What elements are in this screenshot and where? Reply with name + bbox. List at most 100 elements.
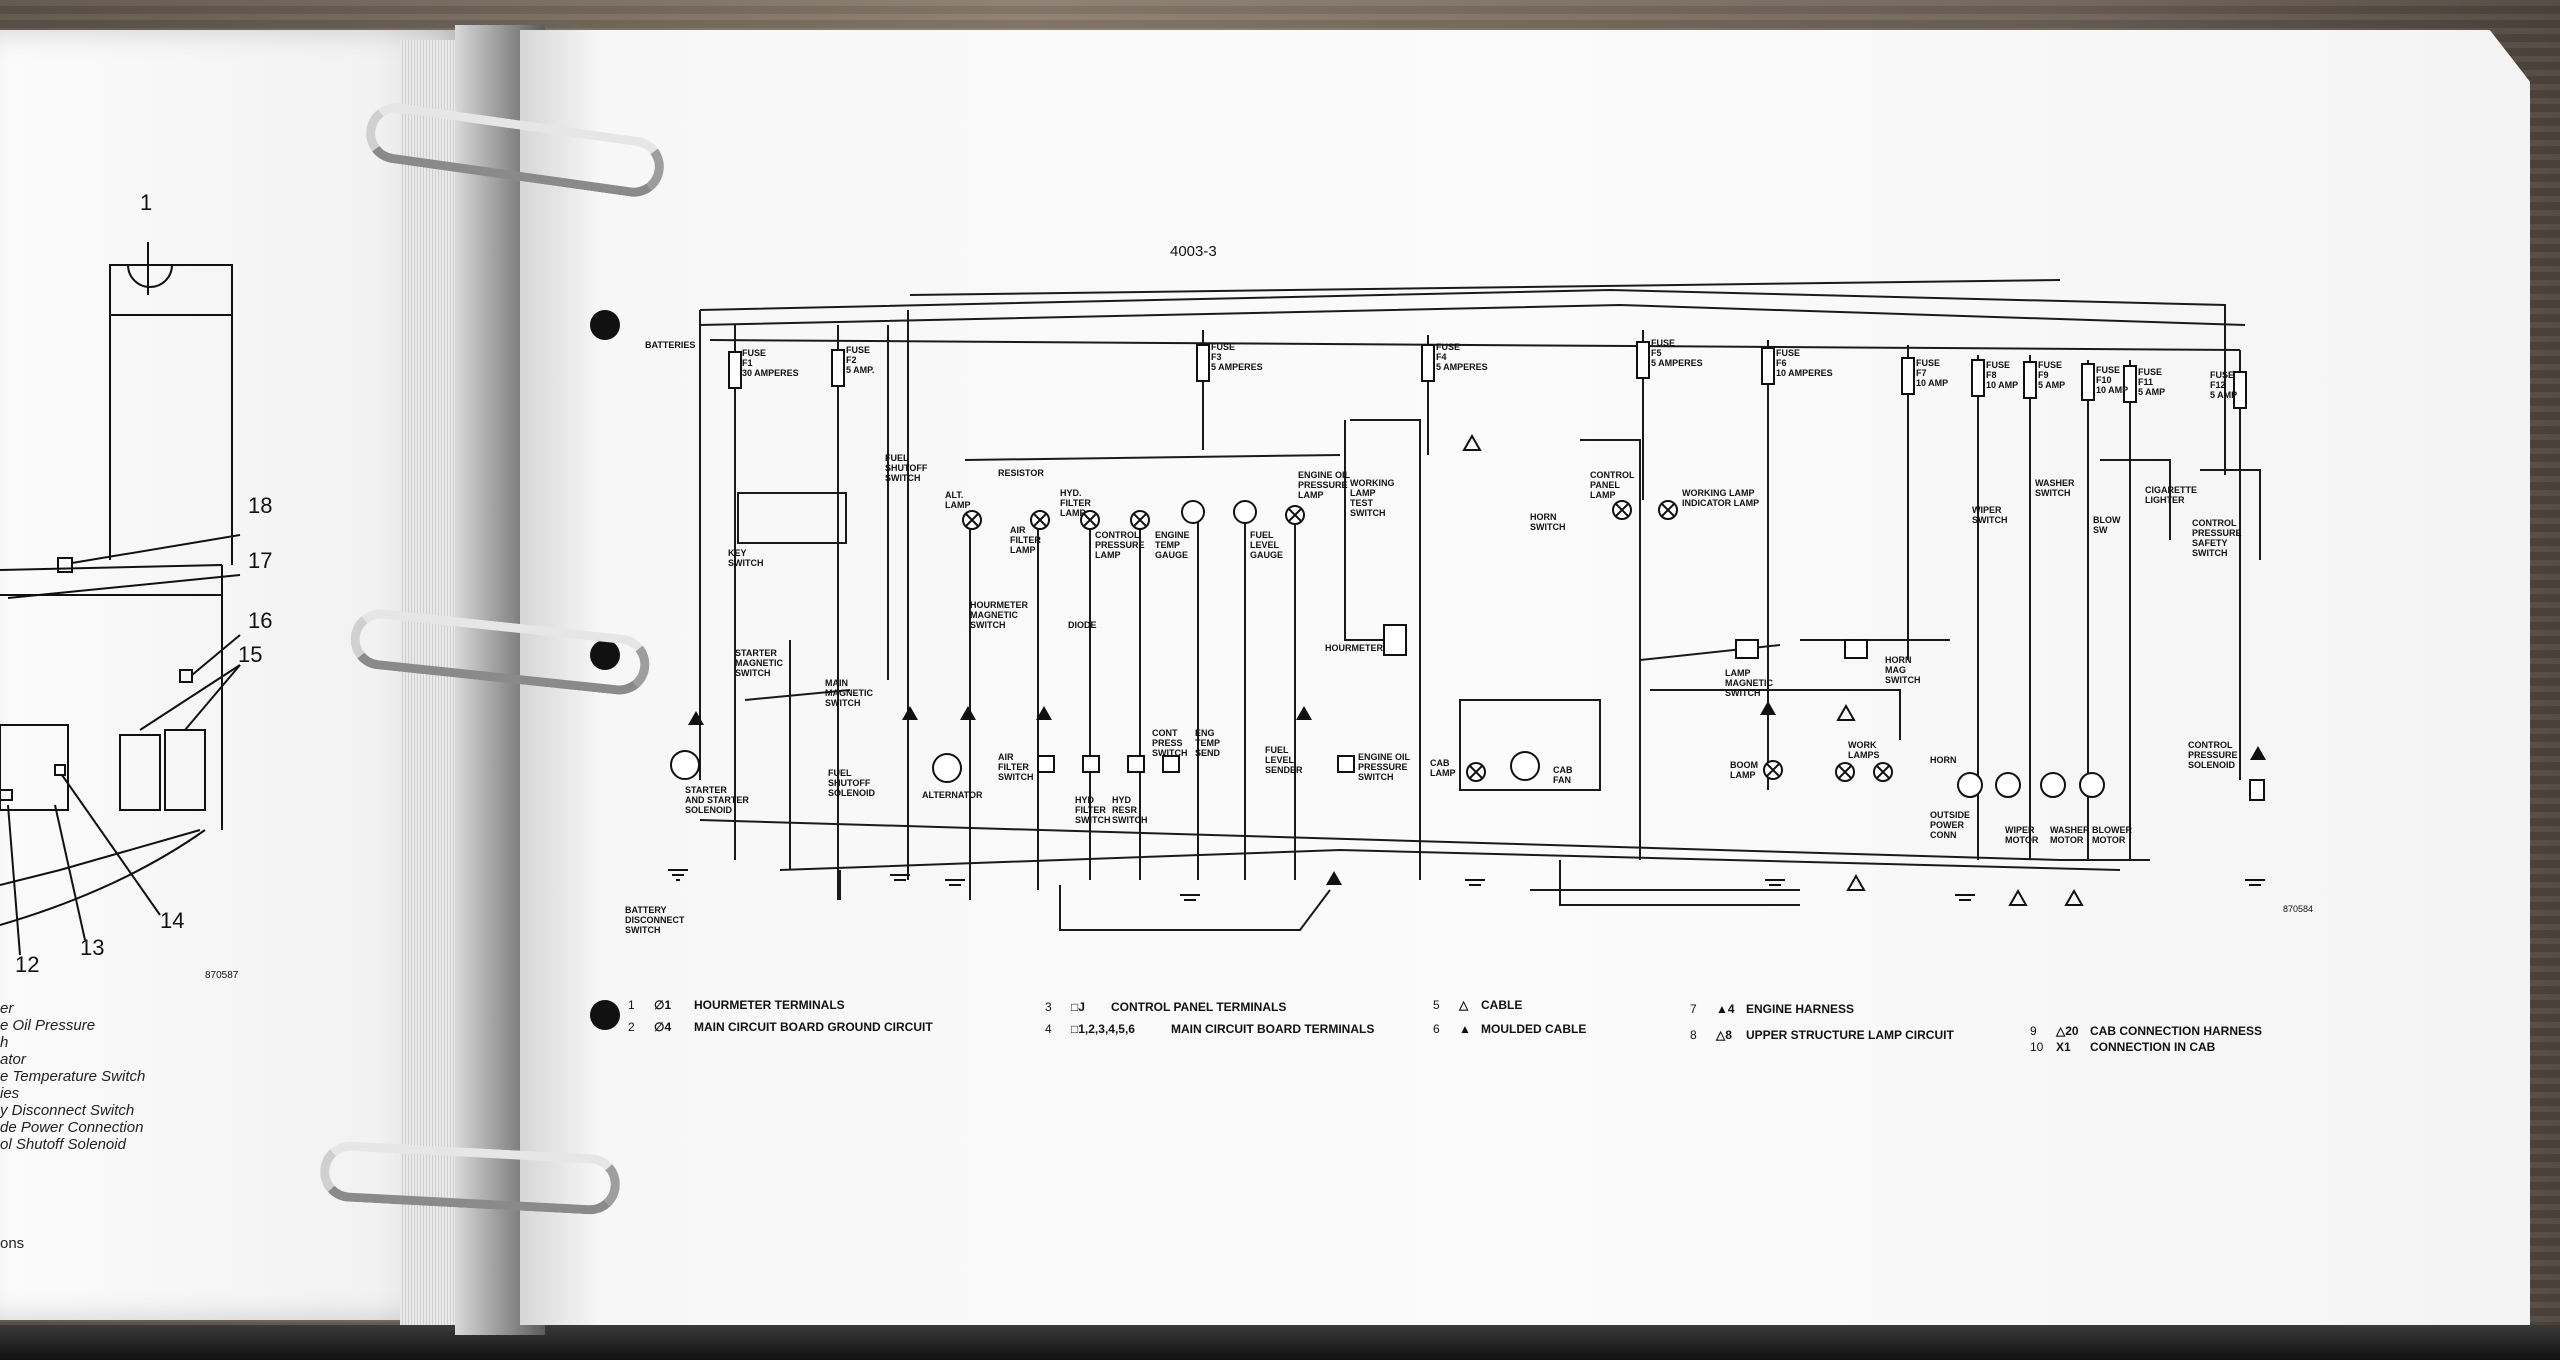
gauge bbox=[1181, 500, 1205, 524]
lamp bbox=[1658, 500, 1678, 520]
label-outside-power-conn: OUTSIDE POWER CONN bbox=[1930, 810, 1971, 840]
label-work-lamps: WORK LAMPS bbox=[1848, 740, 1880, 760]
label-fuel-shutoff-solenoid: FUEL SHUTOFF SOLENOID bbox=[828, 768, 876, 798]
callout-18: 18 bbox=[248, 493, 273, 518]
label-cont-press-switch: CONT PRESS SWITCH bbox=[1152, 728, 1188, 758]
label-engine-oil-pressure-lamp: ENGINE OIL PRESSURE LAMP bbox=[1298, 470, 1351, 500]
foldout-schematic-page bbox=[520, 30, 2530, 1325]
label-hyd-filter-lamp: HYD. FILTER LAMP bbox=[1060, 488, 1091, 518]
list-item: y Disconnect Switch bbox=[0, 1102, 135, 1119]
list-item: h bbox=[0, 1034, 9, 1051]
label-working-lamp-indicator: WORKING LAMP INDICATOR LAMP bbox=[1682, 488, 1760, 508]
label-horn-mag-switch: HORN MAG SWITCH bbox=[1885, 655, 1921, 685]
label-wiper-motor: WIPER MOTOR bbox=[2005, 825, 2039, 845]
fuse-label-f1: FUSE F1 30 AMPERES bbox=[742, 348, 799, 378]
label-alternator: ALTERNATOR bbox=[922, 790, 983, 800]
fuse-label-f5: FUSE F5 5 AMPERES bbox=[1651, 338, 1703, 368]
label-hyd-resr-switch: HYD RESR SWITCH bbox=[1112, 795, 1148, 825]
label-cigarette-lighter: CIGARETTE LIGHTER bbox=[2145, 485, 2198, 505]
binder-cover bbox=[0, 1325, 2560, 1360]
label-lamp-mag-switch: LAMP MAGNETIC SWITCH bbox=[1725, 668, 1773, 698]
label-batteries: BATTERIES bbox=[645, 340, 696, 350]
fuse-label-f10: FUSE F10 10 AMP bbox=[2096, 365, 2129, 395]
label-diode: DIODE bbox=[1068, 620, 1097, 630]
label-hourmeter-mag-switch: HOURMETER MAGNETIC SWITCH bbox=[970, 600, 1028, 630]
motor bbox=[2079, 772, 2105, 798]
label-starter-mag-switch: STARTER MAGNETIC SWITCH bbox=[735, 648, 783, 678]
label-fuel-level-sender: FUEL LEVEL SENDER bbox=[1265, 745, 1303, 775]
label-hyd-filter-switch: HYD FILTER SWITCH bbox=[1075, 795, 1111, 825]
fuse-label-f11: FUSE F11 5 AMP bbox=[2138, 367, 2166, 397]
lamp bbox=[1080, 510, 1100, 530]
motor bbox=[670, 750, 700, 780]
left-drawing-number: 870587 bbox=[205, 970, 239, 981]
label-working-lamp-test-switch: WORKING LAMP TEST SWITCH bbox=[1350, 478, 1395, 518]
motor bbox=[1995, 772, 2021, 798]
lamp bbox=[1612, 500, 1632, 520]
list-item: er bbox=[0, 1000, 14, 1017]
list-item: ator bbox=[0, 1051, 26, 1068]
callout-15: 15 bbox=[238, 642, 263, 667]
label-alt-lamp: ALT. LAMP bbox=[945, 490, 971, 510]
callout-17: 17 bbox=[248, 548, 273, 573]
label-boom-lamp: BOOM LAMP bbox=[1730, 760, 1758, 780]
label-horn: HORN bbox=[1930, 755, 1957, 765]
left-page-drawing bbox=[0, 242, 241, 956]
lamp bbox=[962, 510, 982, 530]
label-engine-temp-gauge: ENGINE TEMP GAUGE bbox=[1155, 530, 1190, 560]
label-control-pressure-safety-switch: CONTROL PRESSURE SAFETY SWITCH bbox=[2192, 518, 2242, 558]
list-item: e Oil Pressure bbox=[0, 1017, 96, 1034]
label-control-pressure-solenoid: CONTROL PRESSURE SOLENOID bbox=[2188, 740, 2238, 770]
lamp bbox=[1835, 762, 1855, 782]
callout-14: 14 bbox=[160, 908, 185, 933]
fuse-label-f4: FUSE F4 5 AMPERES bbox=[1436, 342, 1488, 372]
fuse-label-f2: FUSE F2 5 AMP. bbox=[846, 345, 875, 375]
label-control-panel-lamp: CONTROL PANEL LAMP bbox=[1590, 470, 1635, 500]
label-engine-oil-pressure-switch: ENGINE OIL PRESSURE SWITCH bbox=[1358, 752, 1411, 782]
label-resistor: RESISTOR bbox=[998, 468, 1044, 478]
gauge bbox=[1233, 500, 1257, 524]
lamp bbox=[1030, 510, 1050, 530]
label-fuel-shutoff-switch: FUEL SHUTOFF SWITCH bbox=[885, 453, 928, 483]
label-cab-lamp: CAB LAMP bbox=[1430, 758, 1456, 778]
fuse-label-f9: FUSE F9 5 AMP bbox=[2038, 360, 2066, 390]
legend-item-5: 5△CABLE bbox=[1433, 998, 1523, 1012]
label-eng-temp-send: ENG TEMP SEND bbox=[1195, 728, 1221, 758]
label-air-filter-switch: AIR FILTER SWITCH bbox=[998, 752, 1034, 782]
punch-hole bbox=[590, 310, 620, 340]
label-air-filter-lamp: AIR FILTER LAMP bbox=[1010, 525, 1041, 555]
list-item: de Power Connection bbox=[0, 1119, 144, 1136]
fuse-label-f12: FUSE F12 5 AMP bbox=[2210, 370, 2238, 400]
label-washer-motor: WASHER MOTOR bbox=[2050, 825, 2090, 845]
lamp bbox=[1466, 762, 1486, 782]
label-key-switch: KEY SWITCH bbox=[728, 548, 764, 568]
punch-hole bbox=[590, 640, 620, 670]
list-item: ol Shutoff Solenoid bbox=[0, 1136, 126, 1153]
label-blower-motor: BLOWER MOTOR bbox=[2092, 825, 2132, 845]
label-blow-sw: BLOW SW bbox=[2093, 515, 2121, 535]
lamp bbox=[1873, 762, 1893, 782]
label-horn-switch: HORN SWITCH bbox=[1530, 512, 1566, 532]
label-fuel-level-gauge: FUEL LEVEL GAUGE bbox=[1250, 530, 1284, 560]
label-cab-fan: CAB FAN bbox=[1553, 765, 1573, 785]
fuse-label-f3: FUSE F3 5 AMPERES bbox=[1211, 342, 1263, 372]
motor bbox=[1957, 772, 1983, 798]
punch-hole bbox=[590, 1000, 620, 1030]
legend-item-6: 6▲MOULDED CABLE bbox=[1433, 1022, 1587, 1036]
alternator bbox=[932, 753, 962, 783]
label-starter: STARTER AND STARTER SOLENOID bbox=[685, 785, 749, 815]
label-wiper-switch: WIPER SWITCH bbox=[1972, 505, 2008, 525]
lamp bbox=[1130, 510, 1150, 530]
lamp bbox=[1285, 505, 1305, 525]
fuse-label-f8: FUSE F8 10 AMP bbox=[1986, 360, 2019, 390]
label-hourmeter: HOURMETER bbox=[1325, 643, 1383, 653]
motor bbox=[2040, 772, 2066, 798]
